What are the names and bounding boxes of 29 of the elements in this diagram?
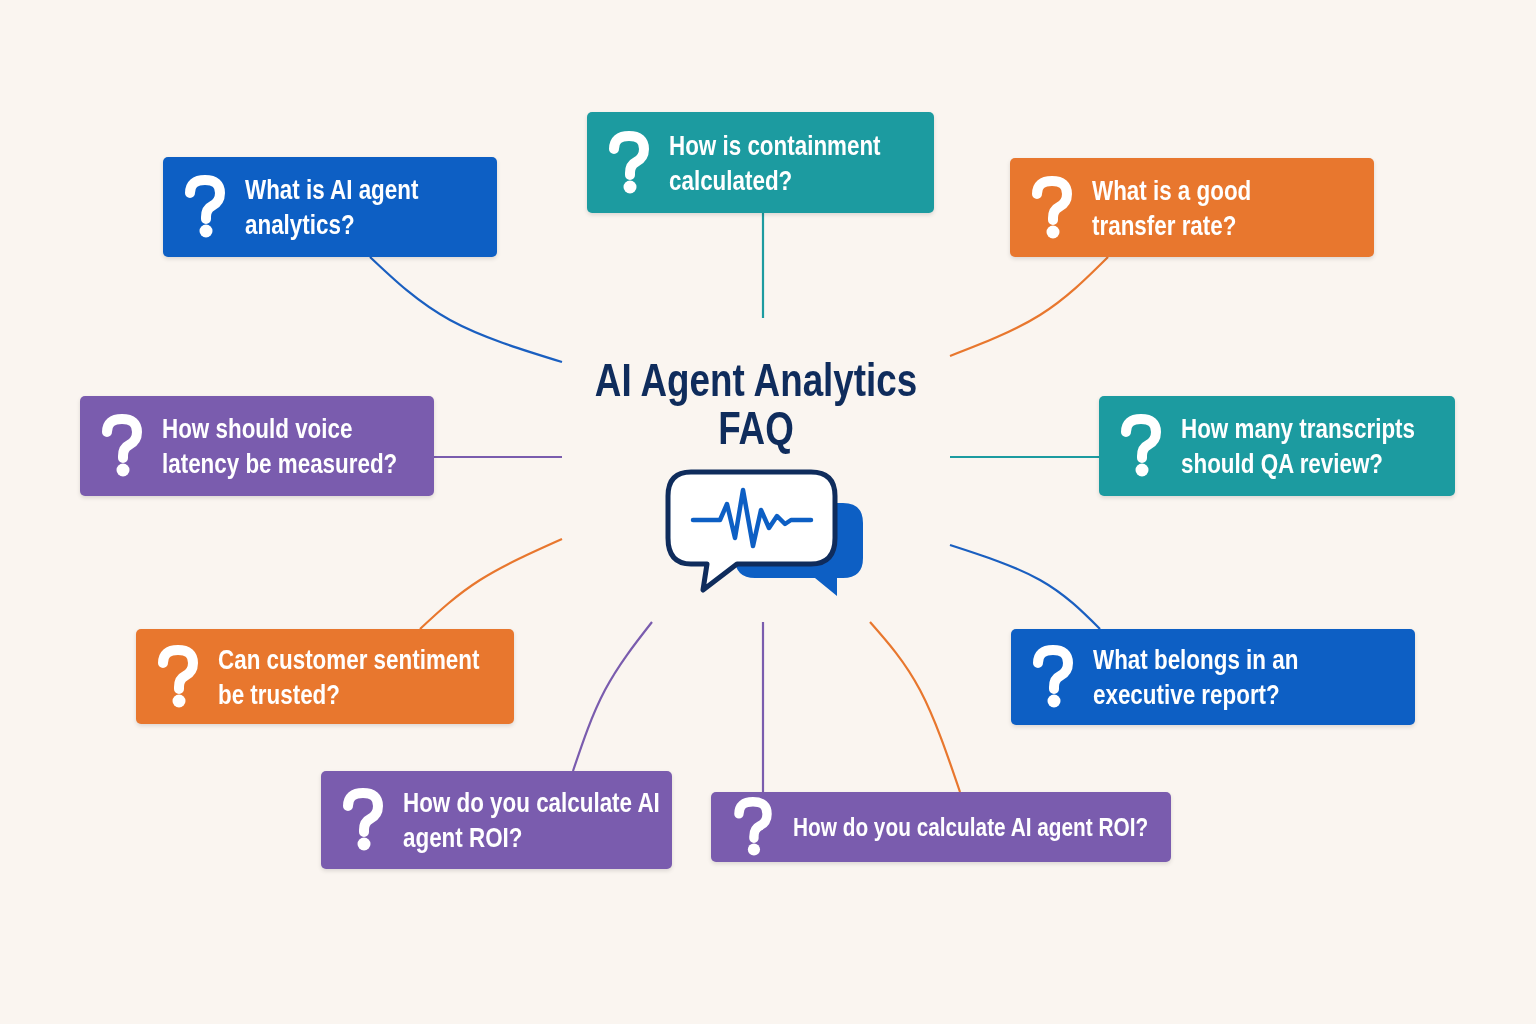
question-box [80,396,434,496]
question-box [587,112,934,213]
question-text: How do you calculate AI agent ROI? [793,810,1150,844]
connector-line [949,543,1101,630]
question-text: How do you calculate AI agent ROI? [403,786,661,855]
connector-line [369,256,563,364]
question-box [163,157,497,257]
hub-title: AI Agent Analytics FAQ [593,356,919,452]
question-text: How should voice latency be measured? [162,412,399,481]
connector-line [950,455,1099,459]
question-box [321,771,672,869]
question-box [1010,158,1374,257]
question-text: Can customer sentiment be trusted? [218,642,481,712]
question-box [711,792,1171,862]
connector-line [869,621,962,793]
question-text: What belongs in an executive report? [1093,643,1300,712]
connector-line [571,621,653,772]
question-box [1099,396,1455,496]
connector-line [949,256,1109,358]
question-text: How is containment calculated? [669,128,882,198]
question-text: What is AI agent analytics? [245,173,420,242]
connector-line [761,622,765,792]
connector-line [434,455,562,459]
question-text: What is a good transfer rate? [1092,173,1253,243]
connector-line [419,538,563,630]
question-box [136,629,514,724]
question-box [1011,629,1415,725]
connector-line [761,213,765,318]
question-text: How many transcripts should QA review? [1181,412,1417,481]
